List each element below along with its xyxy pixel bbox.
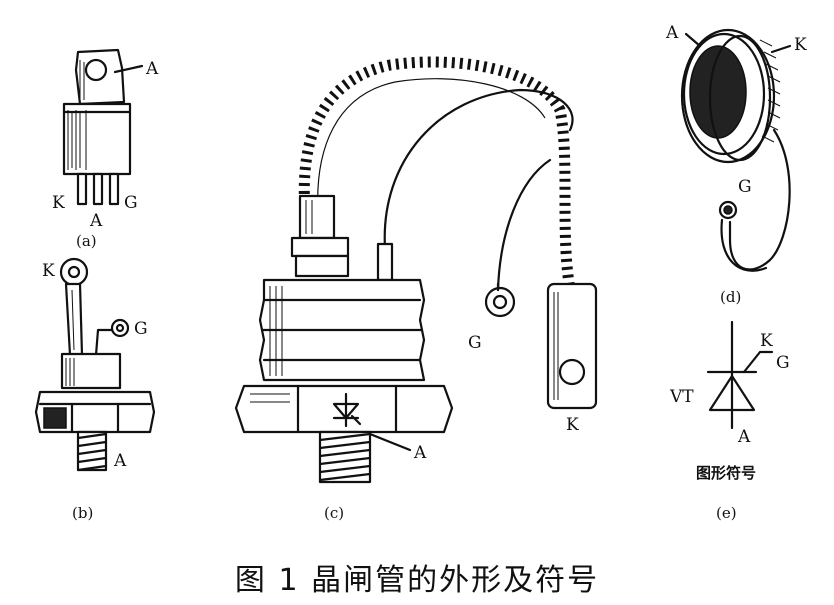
panel-b-label-g: G — [134, 319, 148, 339]
panel-a-label-a: A — [145, 59, 159, 79]
panel-d-label-k: K — [794, 35, 807, 55]
panel-c-sub-label: (c) — [324, 504, 344, 522]
panel-e-sub-label: (e) — [716, 504, 737, 522]
panel-c-label-k: K — [566, 415, 579, 435]
panel-a-sub-label: (a) — [76, 232, 97, 250]
panel-d-sub-label: (d) — [720, 288, 741, 306]
panel-b-stud-small: K G A (b) — [34, 257, 156, 522]
panel-d-label-g: G — [738, 177, 752, 197]
panel-e-label-vt: VT — [669, 387, 694, 407]
panel-b-label-a: A — [113, 451, 127, 471]
panel-e-symbol: K G VT A 图形符号 (e) — [669, 320, 790, 522]
panel-e-symbol-caption: 图形符号 — [696, 464, 756, 482]
panel-e-label-g: G — [776, 353, 790, 373]
panel-c-label-a: A — [413, 443, 427, 463]
panel-e-label-a: A — [737, 427, 751, 447]
panel-d-disc: A K G (d) — [665, 23, 807, 306]
panel-a-to220: A K G A (a) — [52, 48, 159, 250]
panel-a-label-k: K — [52, 193, 65, 213]
panel-b-label-k: K — [42, 261, 55, 281]
panel-d-label-a: A — [665, 23, 679, 43]
panel-a-label-a-bottom: A — [89, 211, 103, 231]
figure-caption: 图 1 晶闸管的外形及符号 — [235, 563, 599, 598]
panel-c-stud-large: G K A (c) — [234, 56, 598, 522]
panel-e-label-k: K — [760, 331, 773, 351]
panel-a-label-g: G — [124, 193, 138, 213]
panel-c-label-g: G — [468, 333, 482, 353]
panel-b-sub-label: (b) — [72, 504, 93, 522]
